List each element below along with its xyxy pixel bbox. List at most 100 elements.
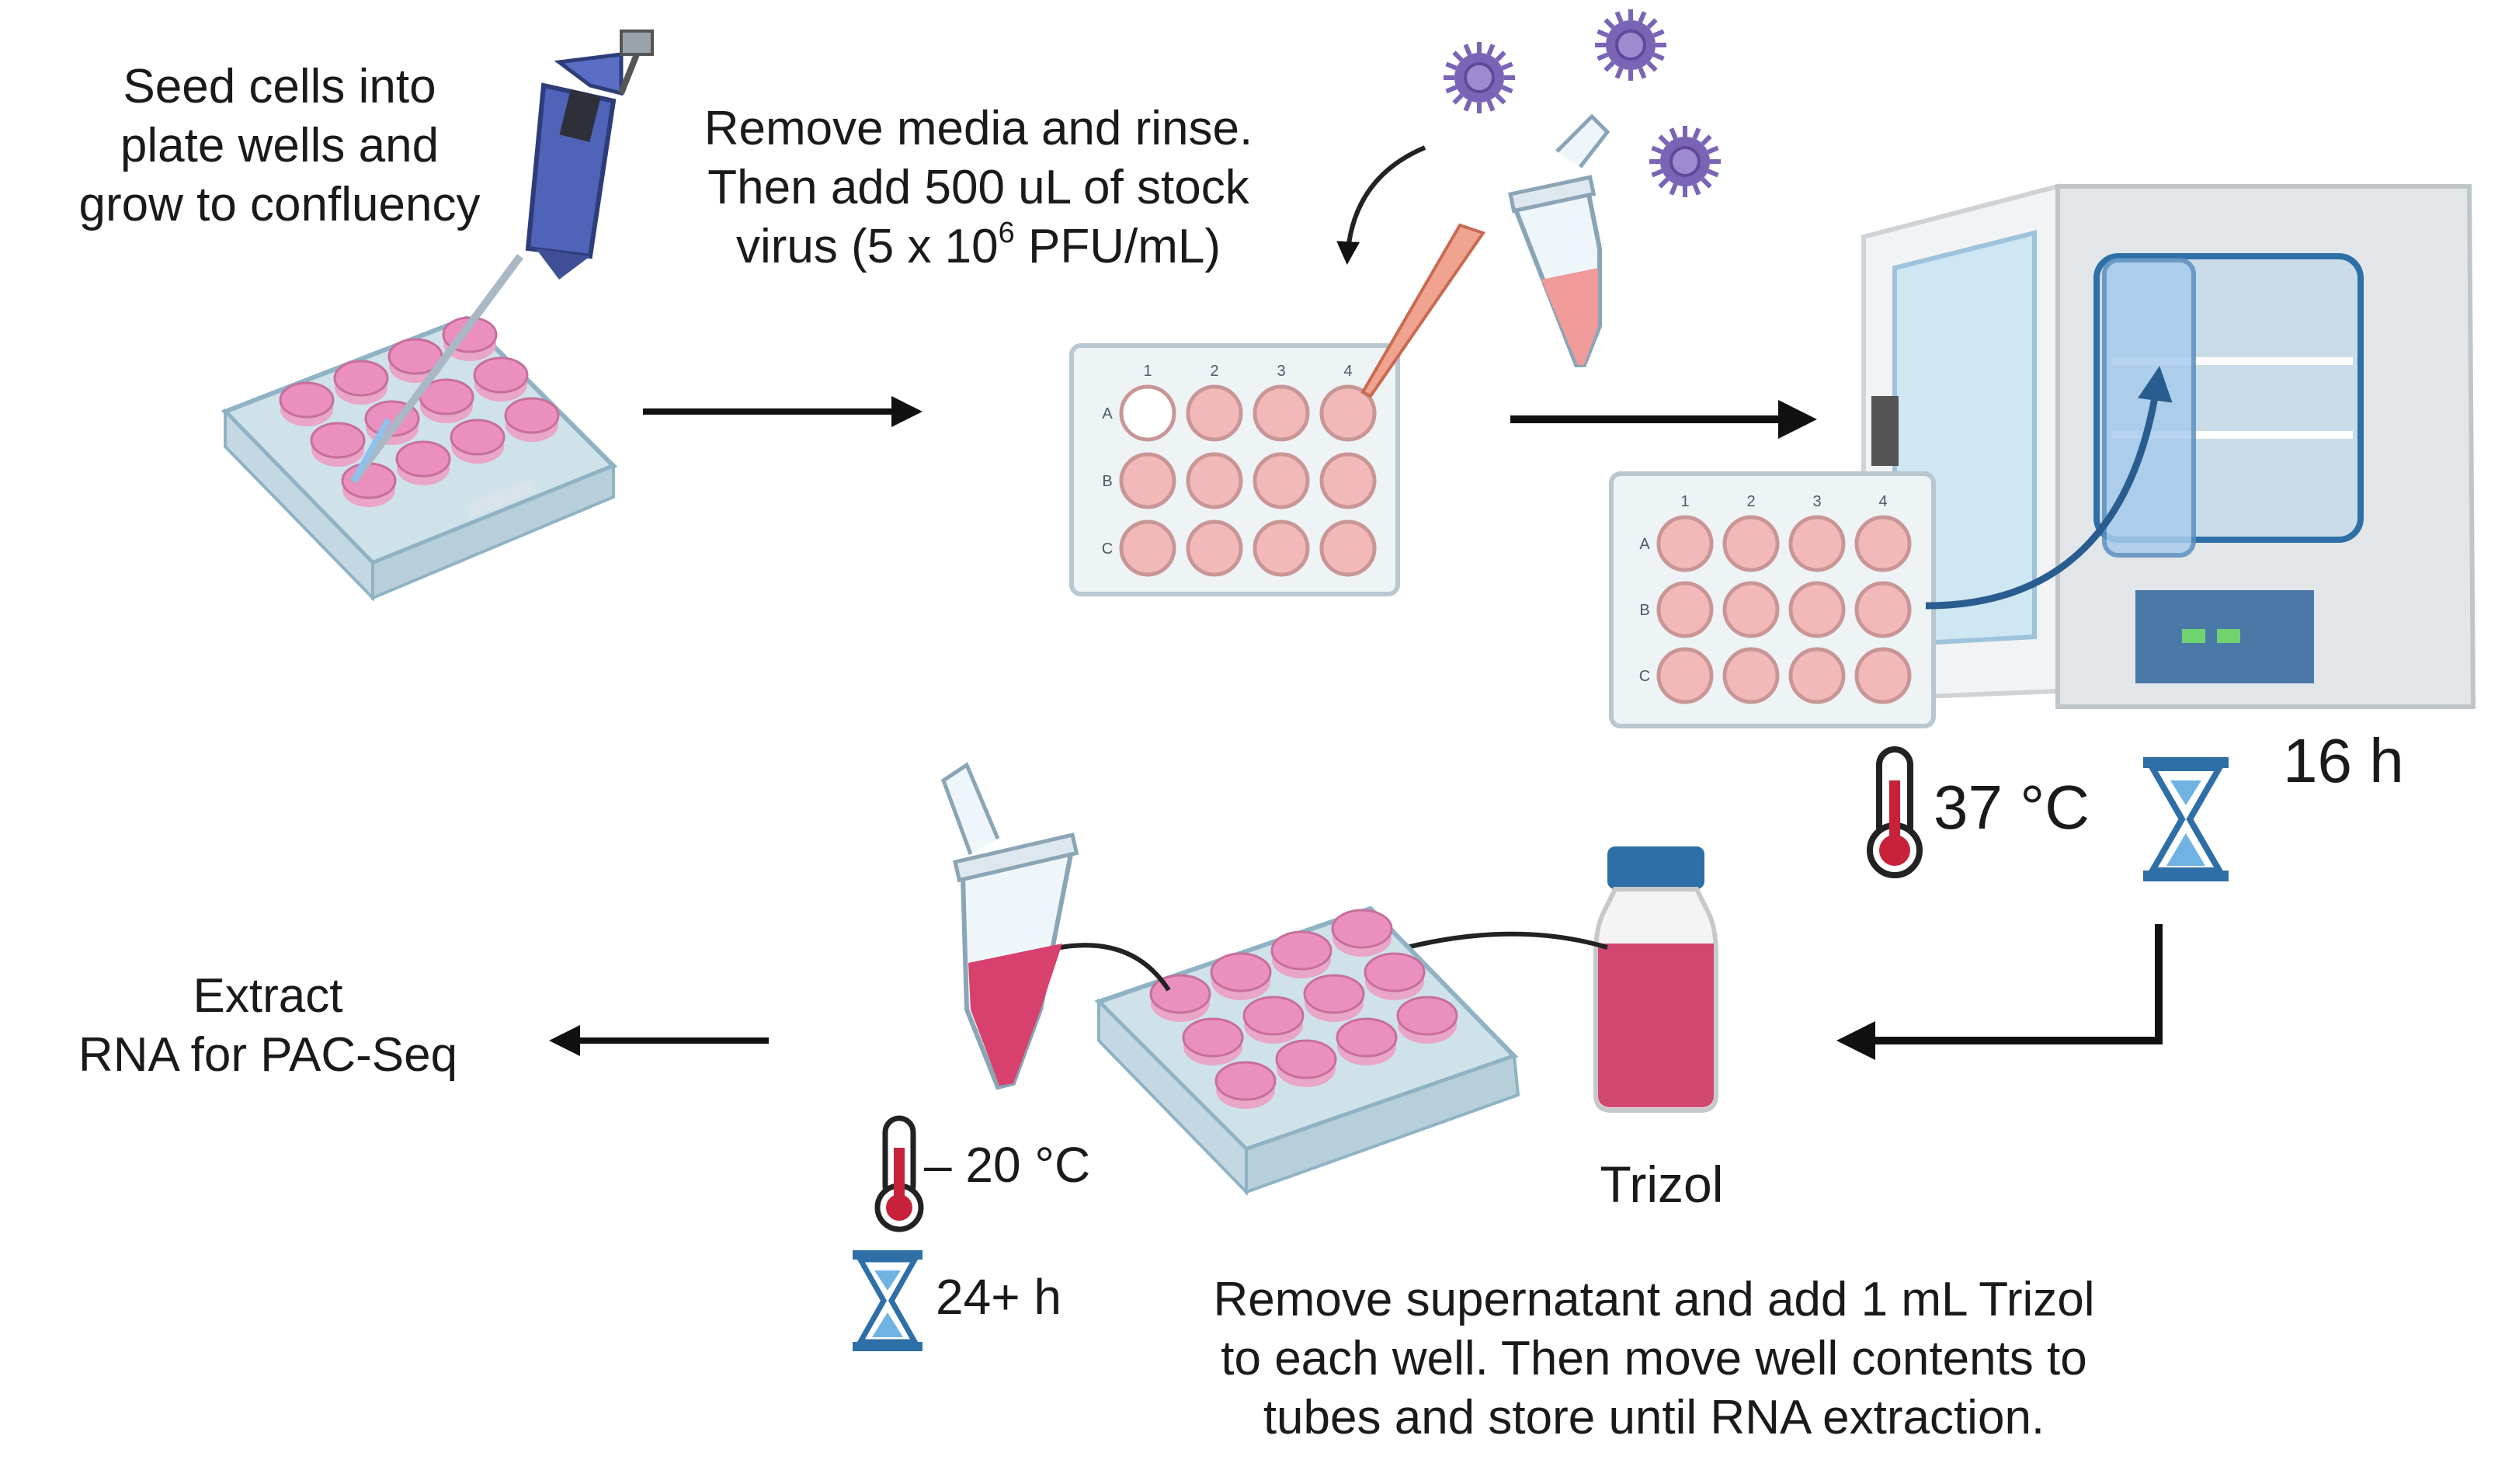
pipette-icon [349, 30, 654, 484]
virus-particles [1444, 9, 1721, 197]
virus-spike [1445, 85, 1458, 94]
virus-spike [1452, 50, 1464, 62]
virus-spike [1501, 85, 1513, 94]
tilted-well [1242, 996, 1305, 1036]
tilted-well [1364, 952, 1426, 992]
plate-row-label: A [1639, 536, 1650, 553]
plate-well [1186, 452, 1243, 509]
virus-spike [1486, 99, 1496, 112]
virus-spike [1495, 50, 1506, 62]
tilted-well [1270, 930, 1332, 971]
plate-well [1788, 647, 1846, 704]
serological-pipette-icon [1360, 223, 1486, 398]
virus-spike [1692, 127, 1701, 140]
virus-spike [1652, 52, 1665, 61]
seed-line-2: plate wells and [120, 119, 440, 172]
plate-column-label: 3 [1812, 493, 1821, 510]
tilted-well [504, 397, 560, 434]
plate-well [1319, 384, 1377, 442]
incubation-duration: 16 h [2283, 726, 2404, 795]
plate-well [1186, 384, 1243, 442]
virus-spike [1658, 134, 1669, 146]
incubator-illustration [1861, 183, 2476, 709]
incubation-temperature: 37 °C [1934, 773, 2090, 842]
virus-spike [1597, 29, 1609, 38]
trizol-line-2: to each well. Then move well contents to [1221, 1332, 2087, 1385]
incubation-plate-illustration [1609, 471, 1936, 728]
thermometer-icon-cold [874, 1115, 924, 1232]
infect-line-1: Remove media and rinse. [704, 102, 1253, 155]
virus-spike [1463, 99, 1472, 112]
seed-step-label: Seed cells into plate wells and grow to … [47, 57, 512, 235]
storage-tube-icon [940, 762, 1079, 1090]
plate-well [1788, 581, 1846, 638]
virus-spike [1614, 67, 1624, 79]
plate-column-label: 1 [1680, 493, 1689, 510]
plate-well [1854, 515, 1912, 572]
plate-well [1854, 647, 1912, 704]
plate-row-label: B [1102, 473, 1112, 490]
infect-line-3-post: PFU/mL) [1014, 220, 1221, 273]
virus-spike [1638, 67, 1647, 79]
tilted-well [395, 440, 451, 478]
virus-spike [1463, 43, 1472, 56]
plate-column-label: 1 [1143, 363, 1152, 380]
plate-column-label: 2 [1210, 363, 1218, 380]
infection-plate-illustration [1069, 343, 1400, 596]
plate-row-label: C [1102, 540, 1113, 558]
plate-well [1253, 452, 1310, 509]
infect-exponent: 6 [998, 217, 1015, 249]
storage-temperature: – 20 °C [924, 1137, 1091, 1193]
seed-line-3: grow to confluency [78, 178, 481, 231]
virus-spike [1486, 43, 1496, 56]
virus-spike [1652, 29, 1665, 38]
arrow-incubate-to-trizol [1836, 924, 2163, 1060]
hourglass-icon-storage [853, 1250, 922, 1351]
virus-spike [1651, 145, 1663, 155]
thermometer-icon [1867, 746, 1923, 878]
plate-column-label: 2 [1746, 493, 1755, 510]
plate-well [1854, 581, 1912, 638]
plate-well [1788, 515, 1846, 572]
virus-spike [1452, 93, 1464, 105]
virus-spike [1638, 11, 1647, 23]
virus-core [1669, 146, 1701, 177]
seed-line-1: Seed cells into [123, 60, 436, 113]
plate-well [1119, 520, 1176, 577]
extract-line-2: RNA for PAC-Seq [78, 1028, 458, 1082]
trizol-bottle-icon [1593, 846, 1718, 1113]
trizol-label: Trizol [1600, 1156, 1724, 1213]
virus-spike [1495, 93, 1506, 105]
plate-column-label: 3 [1277, 363, 1285, 380]
virus-spike [1707, 145, 1719, 155]
add-virus-arrow [1336, 145, 1426, 265]
virus-spike [1701, 177, 1712, 189]
virus-spike [1701, 134, 1712, 146]
tilted-well [1210, 952, 1272, 992]
virus-core [1615, 30, 1646, 61]
plate-well [1656, 581, 1714, 638]
virus-spike [1646, 61, 1658, 72]
trizol-step-label: Remove supernatant and add 1 mL Trizol t… [1118, 1270, 2190, 1448]
infect-step-label: Remove media and rinse. Then add 500 uL … [676, 99, 1281, 276]
seeding-plate-illustration [221, 315, 618, 602]
virus-spike [1646, 18, 1658, 30]
collection-plate-illustration [1094, 905, 1520, 1196]
tilted-well [310, 422, 366, 459]
tilted-well [1396, 996, 1458, 1036]
plate-row-label: B [1639, 602, 1649, 619]
plate-well [1722, 581, 1780, 638]
tilted-well [1336, 1017, 1398, 1058]
virus-spike [1603, 61, 1615, 72]
virus-spike [1614, 11, 1624, 23]
tilted-well [341, 462, 397, 499]
trizol-line-3: tubes and store until RNA extraction. [1263, 1391, 2045, 1444]
virus-spike [1501, 61, 1513, 71]
tilted-well [279, 381, 335, 419]
tilted-well [1214, 1061, 1277, 1101]
virus-spike [1597, 52, 1609, 61]
plate-column-label: 4 [1343, 363, 1352, 380]
virus-spike [1651, 169, 1663, 178]
